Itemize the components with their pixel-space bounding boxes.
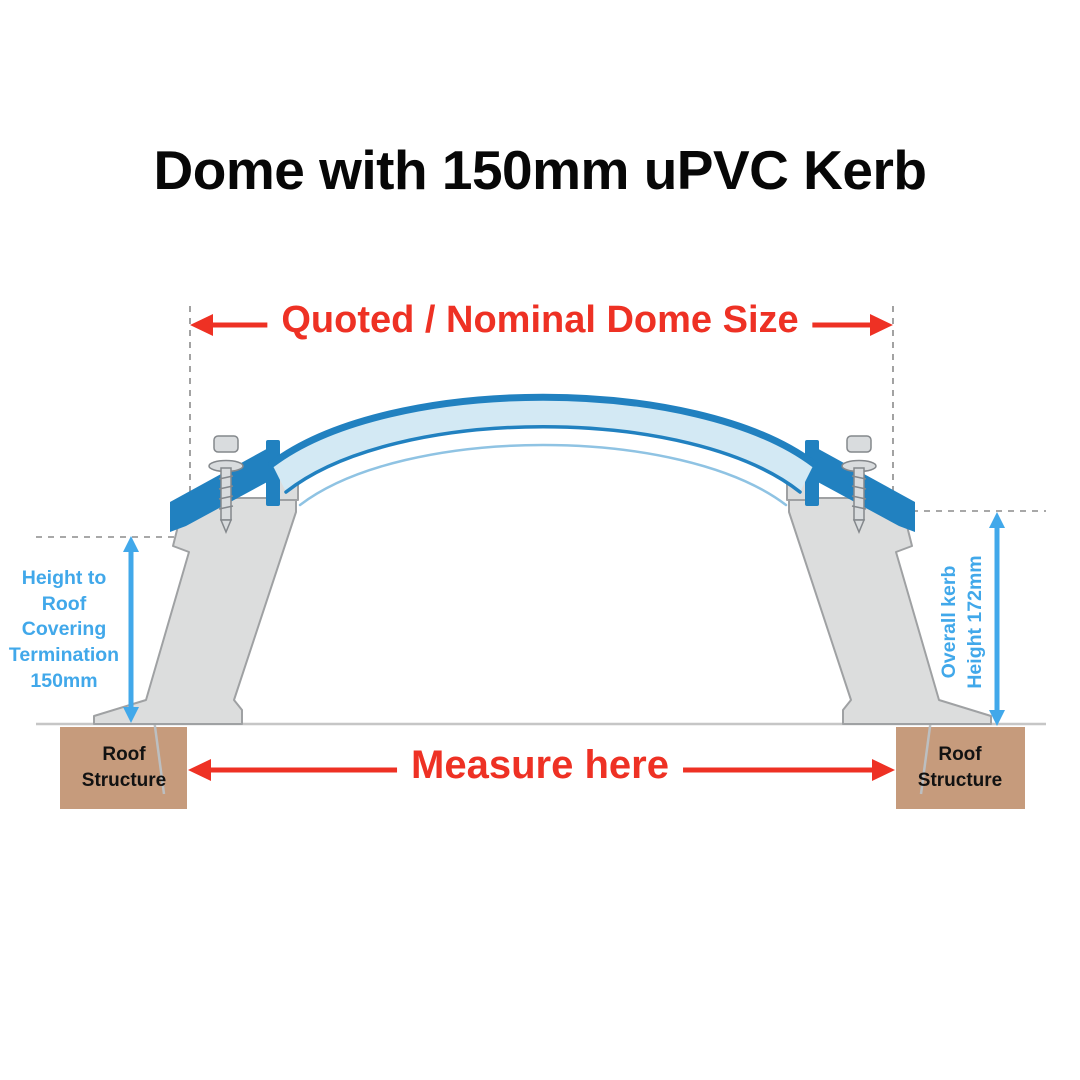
dome-inner-skin <box>284 425 802 494</box>
roof-structure-left <box>60 727 187 809</box>
dimension-label-bottom: Measure here <box>397 743 683 788</box>
dome-glazing-band <box>272 397 814 492</box>
roof-structure-right <box>896 727 1025 809</box>
dimension-label-right: Overall kerb Height 172mm <box>938 555 986 689</box>
dome-liner <box>298 443 788 507</box>
roof-structure-label-right: Roof Structure <box>917 744 1003 791</box>
dimension-arrow-left <box>123 536 139 723</box>
dome-outer-skin <box>268 393 818 468</box>
page-title: Dome with 150mm uPVC Kerb <box>153 139 927 201</box>
dimension-arrow-right <box>989 512 1005 726</box>
dimension-label-top: Quoted / Nominal Dome Size <box>267 299 813 342</box>
roof-structure-label-left: Roof Structure <box>81 744 167 791</box>
dimension-label-left: Height to Roof Covering Termination 150m… <box>8 567 120 692</box>
